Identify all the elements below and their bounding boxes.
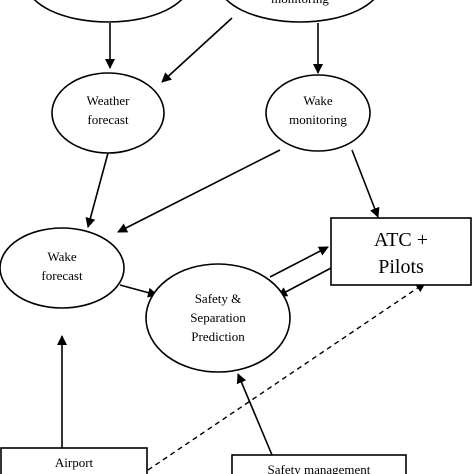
node-wake-forecast: Wake forecast <box>0 227 125 309</box>
node-safety-separation: Safety & Separation Prediction <box>145 263 291 373</box>
node-airport: Airport <box>0 447 148 474</box>
node-weather-forecast-label-line-1: Weather <box>87 93 131 108</box>
node-safety-management-label: Safety management <box>268 462 371 474</box>
node-wake-forecast-label-line-2: forecast <box>41 268 83 283</box>
node-airport-label: Airport <box>55 455 94 470</box>
edge-airport-to-atc-pilots-dashed <box>147 282 426 471</box>
node-top-left <box>33 0 183 23</box>
node-safety-separation-label-line-3: Prediction <box>191 329 245 344</box>
node-top-right-label: monitoring <box>271 0 329 6</box>
edge-wake-monitoring-to-wake-forecast <box>117 149 281 233</box>
edge-atc-pilots-to-safety-separation <box>277 266 334 297</box>
edge-wake-forecast-to-safety-separation <box>119 284 158 298</box>
edges-layer <box>57 17 426 471</box>
node-atc-pilots-label-line-2: Pilots <box>378 256 424 278</box>
node-safety-separation-label-line-2: Separation <box>190 310 246 325</box>
node-safety-management: Safety management <box>231 454 407 474</box>
node-weather-forecast: Weather forecast <box>51 72 165 154</box>
node-safety-separation-label-line-1: Safety & <box>195 291 242 306</box>
edge-weather-forecast-to-wake-forecast <box>85 152 109 228</box>
edge-wake-monitoring-to-atc-pilots <box>351 149 380 218</box>
node-atc-pilots-label-line-1: ATC + <box>374 229 428 251</box>
edge-safety-separation-to-atc-pilots <box>269 246 329 278</box>
node-wake-monitoring-label-line-1: Wake <box>303 93 332 108</box>
node-wake-monitoring-label-line-2: monitoring <box>289 112 347 127</box>
edge-top-right-to-weather-forecast <box>161 17 233 83</box>
node-atc-pilots: ATC + Pilots <box>330 217 472 286</box>
edge-safety-management-to-safety-separation <box>236 373 273 456</box>
node-wake-monitoring: Wake monitoring <box>265 74 371 152</box>
node-top-right: monitoring <box>225 0 375 23</box>
node-weather-forecast-label-line-2: forecast <box>87 112 129 127</box>
node-wake-forecast-label-line-1: Wake <box>47 249 76 264</box>
